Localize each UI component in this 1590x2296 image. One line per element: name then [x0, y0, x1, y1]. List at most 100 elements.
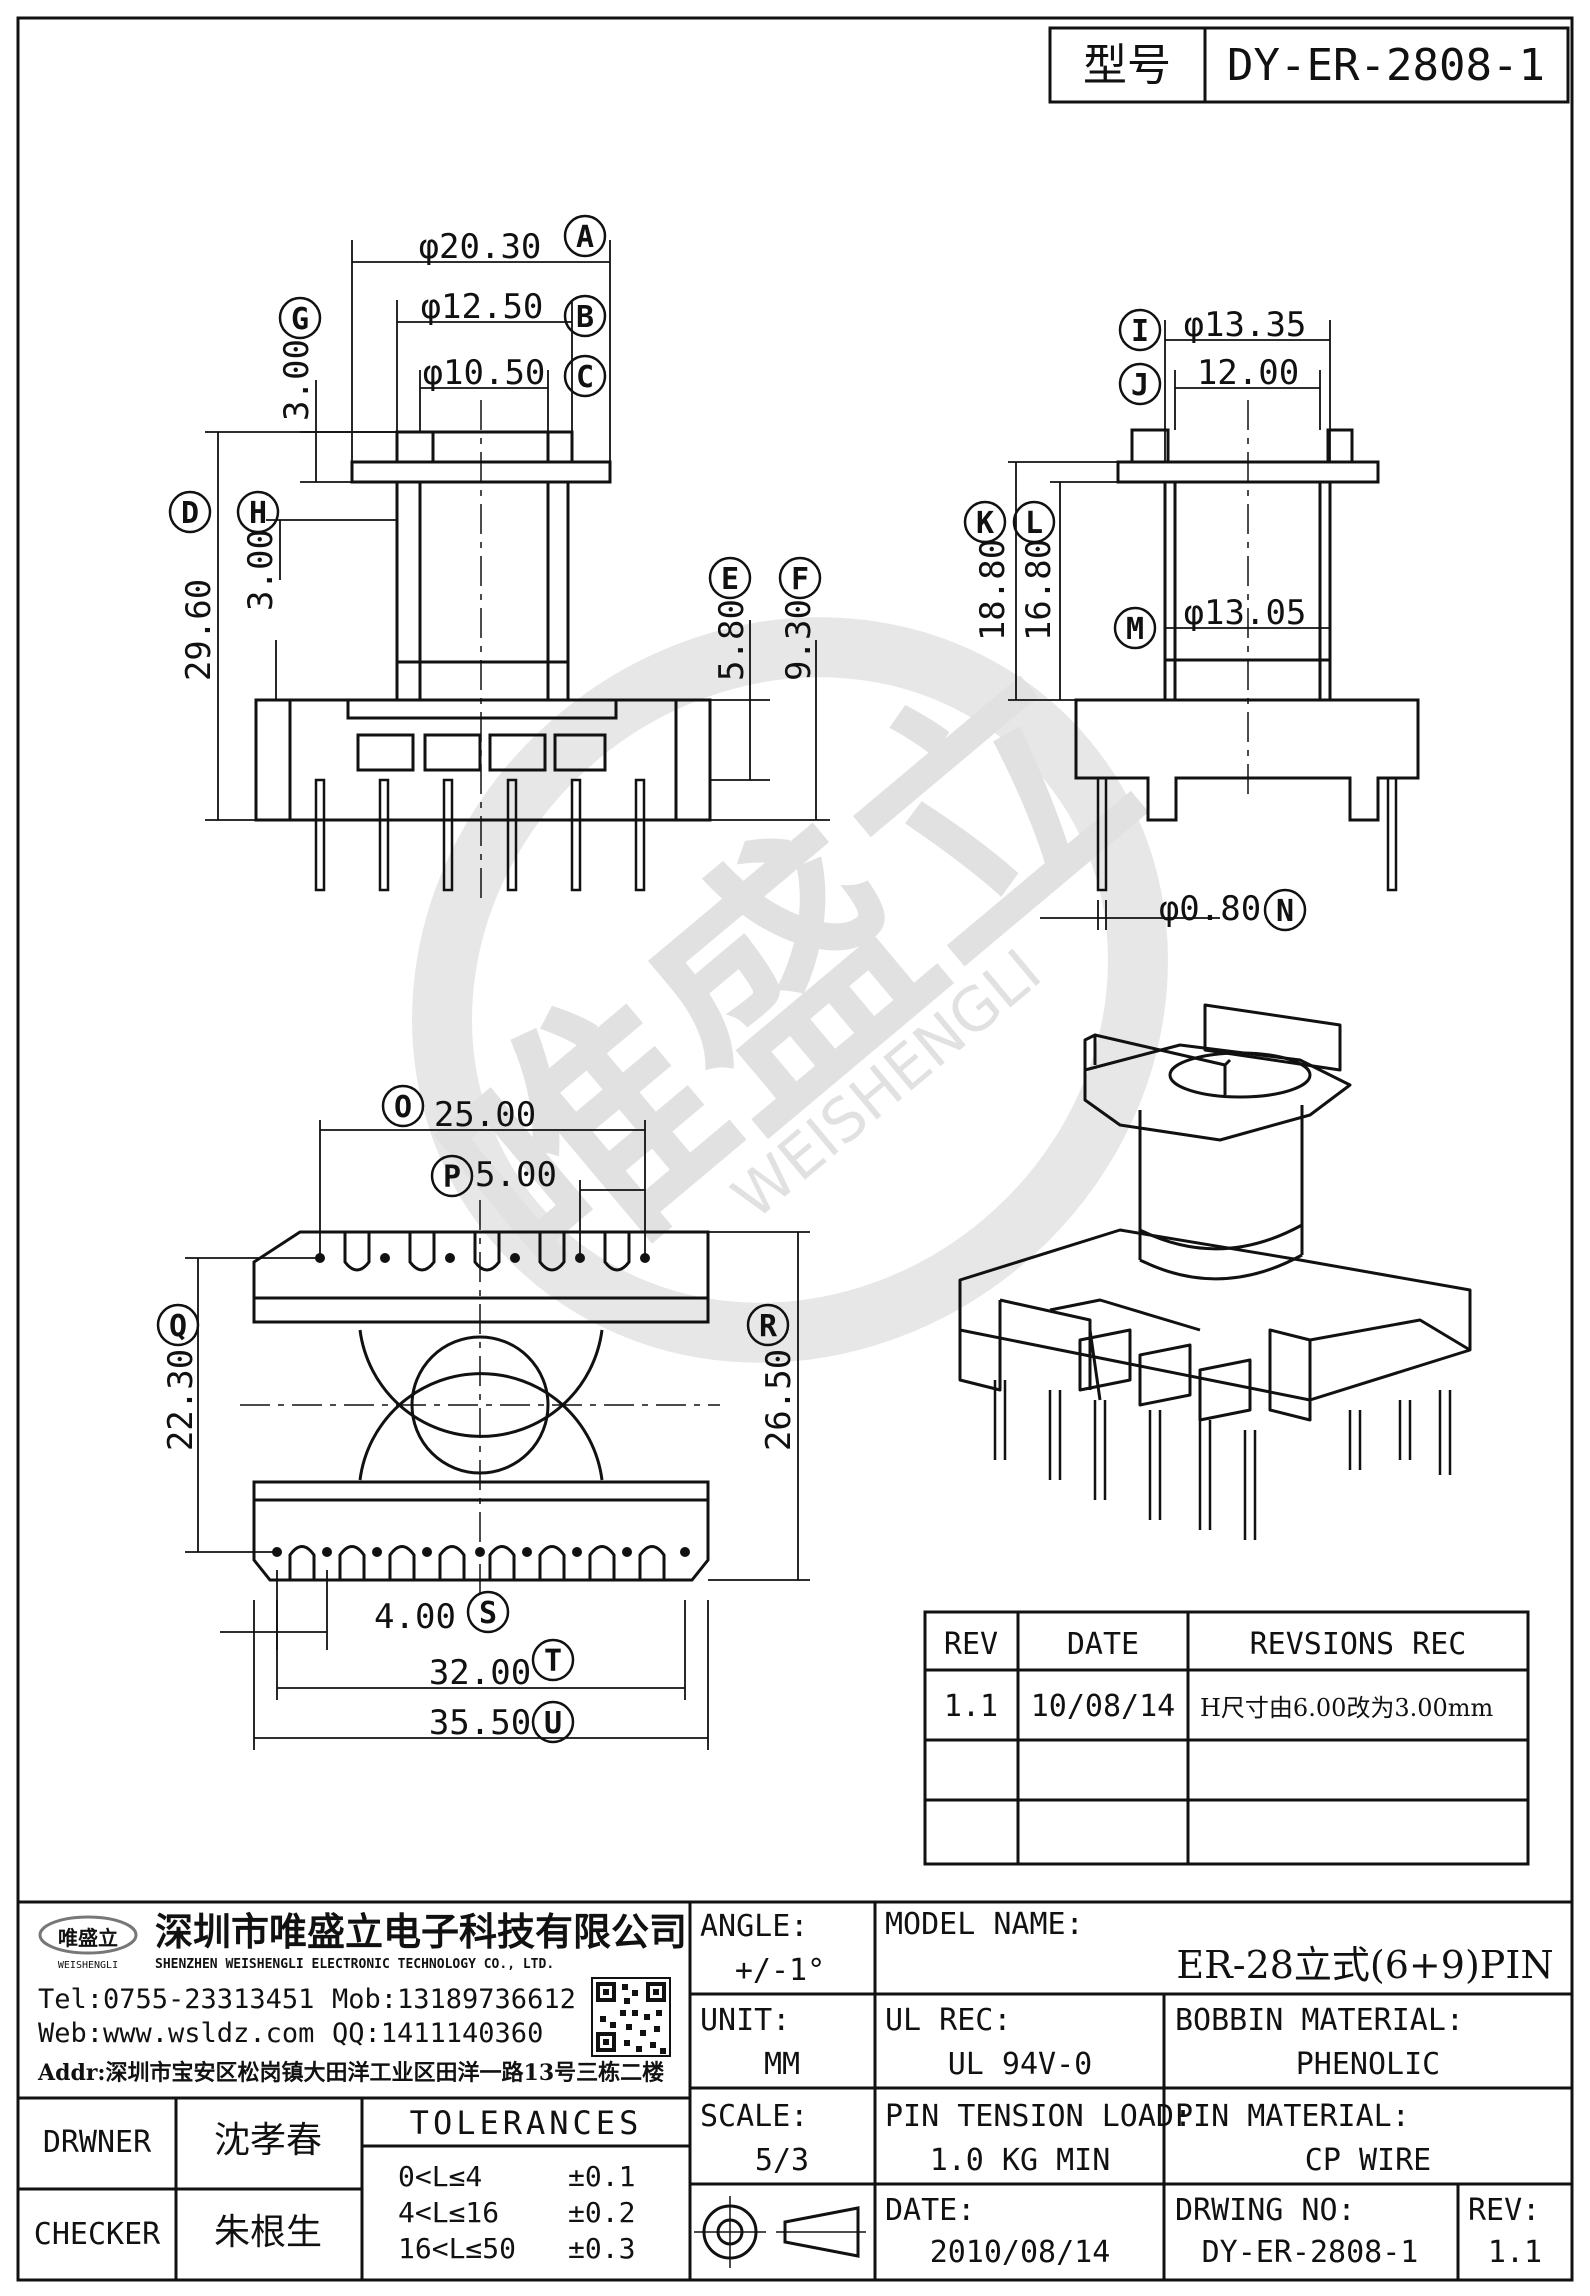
- company-mob: Mob:13189736612: [332, 1984, 576, 2015]
- label-M: M: [1126, 612, 1144, 647]
- watermark-brand: 唯盛立: [396, 611, 1188, 1344]
- label-H: H: [249, 496, 267, 531]
- model-name-value: ER-28立式(6+9)PIN: [1176, 1943, 1553, 1987]
- label-K: K: [976, 506, 994, 541]
- ul-label: UL REC:: [885, 2003, 1011, 2038]
- company-name-en: SHENZHEN WEISHENGLI ELECTRONIC TECHNOLOG…: [155, 1957, 554, 1972]
- label-G: G: [291, 302, 309, 337]
- dim-F-value: 9.30: [779, 599, 819, 681]
- checker-label: CHECKER: [34, 2217, 161, 2252]
- model-header: 型号 DY-ER-2808-1: [1048, 26, 1570, 104]
- front-view-callouts: [168, 214, 822, 600]
- label-R: R: [759, 1309, 778, 1344]
- angle-value: +/-1°: [735, 1953, 825, 1988]
- rev-header-date: DATE: [1067, 1627, 1139, 1662]
- label-O: O: [394, 1090, 412, 1125]
- tol-row2-value: ±0.2: [568, 2196, 635, 2229]
- date-label: DATE:: [885, 2193, 975, 2228]
- isometric-view: [958, 1003, 1472, 1540]
- label-J: J: [1131, 368, 1149, 403]
- dim-E-value: 5.80: [712, 599, 752, 681]
- drawing-no-label: DRWING NO:: [1175, 2193, 1356, 2228]
- label-I: I: [1131, 314, 1149, 349]
- angle-label: ANGLE:: [700, 1909, 808, 1944]
- dim-R-value: 26.50: [759, 1349, 799, 1451]
- dim-P-value: 5.00: [475, 1155, 557, 1195]
- dim-G-value: 3.00: [277, 339, 317, 421]
- dim-I-value: φ13.35: [1184, 305, 1307, 345]
- scale-value: 5/3: [755, 2143, 809, 2178]
- company-addr: Addr:深圳市宝安区松岗镇大田洋工业区田洋一路13号三栋二楼: [37, 2060, 664, 2086]
- projection-symbol: [694, 2196, 866, 2268]
- dim-O-value: 25.00: [434, 1095, 536, 1135]
- ul-value: UL 94V-0: [948, 2047, 1093, 2082]
- label-N: N: [1276, 894, 1294, 929]
- label-D: D: [181, 496, 199, 531]
- company-qq: QQ:1411140360: [332, 2018, 543, 2049]
- drawner-value: 沈孝春: [214, 2120, 322, 2161]
- tol-row3-range: 16<L≤50: [398, 2232, 516, 2265]
- rev-value: 1.1: [1488, 2235, 1542, 2270]
- label-Q: Q: [169, 1309, 187, 1344]
- dim-S-value: 4.00: [374, 1597, 456, 1637]
- label-E: E: [721, 562, 739, 597]
- tol-row1-range: 0<L≤4: [398, 2160, 482, 2193]
- date-value: 2010/08/14: [930, 2235, 1111, 2270]
- front-view: [205, 240, 830, 900]
- rev-row1-rec: H尺寸由6.00改为3.00mm: [1200, 1694, 1494, 1722]
- company-web: Web:www.wsldz.com: [38, 2018, 314, 2049]
- model-name-label: MODEL NAME:: [885, 1907, 1084, 1942]
- dim-C-value: φ10.50: [423, 353, 546, 393]
- drawner-label: DRWNER: [43, 2125, 152, 2160]
- label-A: A: [576, 220, 594, 255]
- rev-header-rec: REVSIONS REC: [1250, 1627, 1467, 1662]
- label-L: L: [1025, 506, 1043, 541]
- label-S: S: [479, 1596, 497, 1631]
- rev-label: REV:: [1468, 2193, 1540, 2228]
- tol-row1-value: ±0.1: [568, 2160, 635, 2193]
- dim-U-value: 35.50: [429, 1703, 531, 1743]
- label-U: U: [544, 1706, 562, 1741]
- tol-row2-range: 4<L≤16: [398, 2196, 499, 2229]
- dim-L-value: 16.80: [1019, 539, 1059, 641]
- bobbin-label: BOBBIN MATERIAL:: [1175, 2003, 1464, 2038]
- drawing-no-value: DY-ER-2808-1: [1202, 2235, 1419, 2270]
- rev-row1-rev: 1.1: [944, 1689, 998, 1724]
- dim-J-value: 12.00: [1197, 353, 1299, 393]
- company-logo: 唯盛立 WEISHENGLI: [38, 1915, 138, 1971]
- company-tel: Tel:0755-23313451: [38, 1984, 314, 2015]
- dim-N-value: φ0.80: [1159, 889, 1261, 929]
- checker-value: 朱根生: [214, 2212, 322, 2253]
- unit-label: UNIT:: [700, 2003, 790, 2038]
- side-view: [1008, 320, 1420, 930]
- bottom-view: [185, 1120, 810, 1750]
- tension-label: PIN TENSION LOAD:: [885, 2099, 1192, 2134]
- dim-H-value: 3.00: [241, 529, 281, 611]
- dim-D-value: 29.60: [179, 579, 219, 681]
- dim-K-value: 18.80: [973, 539, 1013, 641]
- model-number: DY-ER-2808-1: [1227, 40, 1545, 91]
- tension-value: 1.0 KG MIN: [930, 2143, 1111, 2178]
- label-T: T: [544, 1644, 562, 1679]
- dim-Q-value: 22.30: [161, 1349, 201, 1451]
- tol-row3-value: ±0.3: [568, 2232, 635, 2265]
- model-label: 型号: [1083, 40, 1171, 91]
- scale-label: SCALE:: [700, 2099, 808, 2134]
- rev-row1-date: 10/08/14: [1031, 1689, 1176, 1724]
- bottom-view-callouts: [156, 1084, 790, 1744]
- dim-A-value: φ20.30: [419, 227, 542, 267]
- pin-material-label: PIN MATERIAL:: [1175, 2099, 1410, 2134]
- label-F: F: [791, 562, 809, 597]
- side-view-callouts: [963, 308, 1307, 932]
- label-B: B: [576, 300, 594, 335]
- unit-value: MM: [764, 2047, 800, 2082]
- title-block: [16, 1900, 1574, 2282]
- label-P: P: [443, 1160, 461, 1195]
- dim-B-value: φ12.50: [421, 287, 544, 327]
- pin-material-value: CP WIRE: [1305, 2143, 1431, 2178]
- label-C: C: [576, 360, 594, 395]
- tolerances-title: TOLERANCES: [410, 2104, 643, 2142]
- bobbin-value: PHENOLIC: [1296, 2047, 1441, 2082]
- dim-M-value: φ13.05: [1184, 593, 1307, 633]
